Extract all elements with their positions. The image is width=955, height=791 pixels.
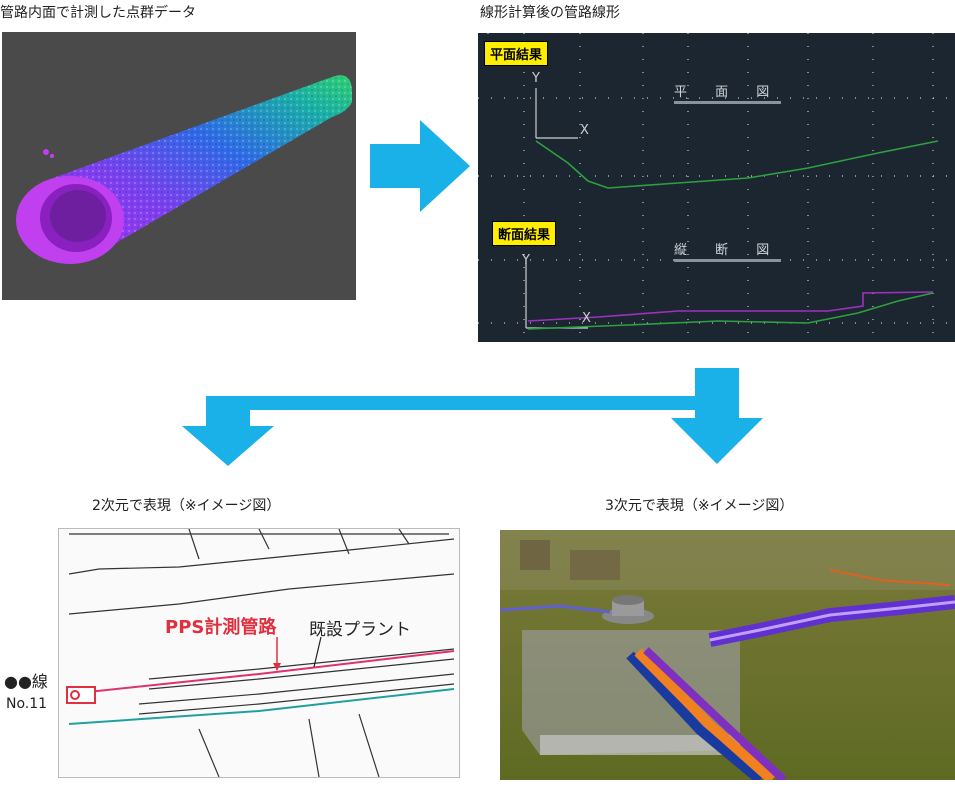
existing-plant-label: 既設プラント (309, 620, 411, 640)
view-2d-caption: 2次元で表現（※イメージ図） (92, 498, 281, 514)
render-3d-graphic (500, 530, 955, 780)
profile-axis-x-label: X (582, 311, 591, 326)
profile-axis-y-label: Y (522, 253, 530, 268)
station-label: No.11 (6, 696, 48, 712)
cad-grid (478, 33, 955, 342)
view-3d-caption: 3次元で表現（※イメージ図） (605, 498, 794, 514)
point-cloud-graphic (16, 75, 352, 264)
profile-view-title: 縦 断 図 (674, 239, 782, 262)
point-cloud-caption: 管路内面で計測した点群データ (0, 5, 196, 21)
drawing-2d-graphic (66, 529, 455, 777)
plan-result-badge: 平面結果 (484, 41, 549, 66)
alignment-result-panel: 平面結果 断面結果 平 面 図 縦 断 図 Y X Y X (478, 33, 955, 342)
plan-axis-y-label: Y (532, 71, 540, 86)
profile-result-badge: 断面結果 (492, 221, 557, 246)
right-arrow (370, 120, 470, 212)
split-arrow (182, 368, 763, 466)
point-cloud-image (2, 32, 356, 300)
drawing-2d-panel: PPS計測管路 既設プラント (58, 528, 460, 778)
plan-axis-x-label: X (580, 123, 589, 138)
alignment-caption: 線形計算後の管路線形 (480, 5, 620, 21)
pps-measured-pipe-label: PPS計測管路 (165, 617, 277, 638)
line-name-label: ●●線 (4, 672, 48, 691)
render-3d-panel (500, 530, 955, 780)
plan-view-title: 平 面 図 (674, 81, 782, 104)
